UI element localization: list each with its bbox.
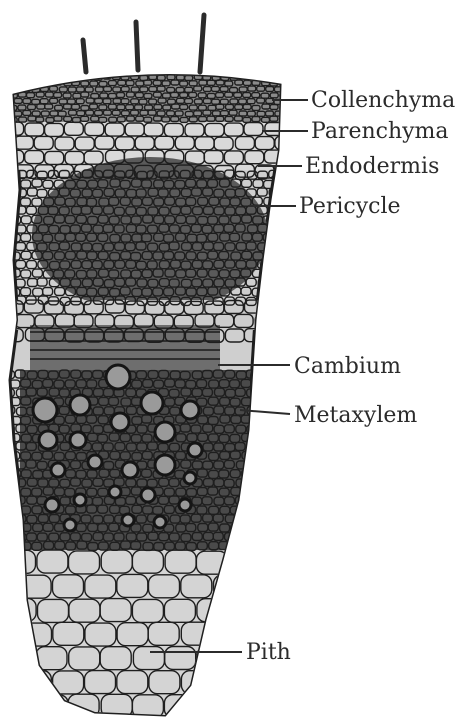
- label-pericycle: Pericycle: [299, 195, 401, 219]
- xylem-vessel: [141, 488, 155, 502]
- xylem-vessel: [70, 432, 86, 448]
- xylem-vessel: [184, 472, 196, 484]
- label-metaxylem: Metaxylem: [294, 404, 417, 428]
- xylem-vessel: [70, 395, 90, 415]
- xylem-vessel: [188, 443, 202, 457]
- label-pith: Pith: [246, 641, 291, 665]
- epidermal-hairs: [83, 15, 204, 72]
- xylem-vessel: [111, 413, 129, 431]
- xylem-vessel: [106, 365, 130, 389]
- xylem-vessel: [122, 462, 138, 478]
- xylem-vessel: [39, 431, 57, 449]
- xylem-vessel: [141, 392, 163, 414]
- xylem-vessel: [33, 398, 57, 422]
- xylem-vessel: [155, 422, 175, 442]
- xylem-vessel: [74, 494, 86, 506]
- label-collenchyma: Collenchyma: [311, 89, 455, 113]
- xylem-vessel: [179, 499, 191, 511]
- label-parenchyma: Parenchyma: [311, 120, 449, 144]
- xylem-vessel: [122, 514, 134, 526]
- xylem-vessel: [181, 401, 199, 419]
- xylem-vessel: [155, 455, 175, 475]
- xylem-vessel: [45, 498, 59, 512]
- xylem-vessel: [88, 455, 102, 469]
- label-cambium: Cambium: [294, 355, 401, 379]
- xylem-vessel: [51, 463, 65, 477]
- xylem-vessel: [154, 516, 166, 528]
- label-endodermis: Endodermis: [305, 155, 439, 179]
- xylem-vessel: [64, 519, 76, 531]
- xylem-vessel: [109, 486, 121, 498]
